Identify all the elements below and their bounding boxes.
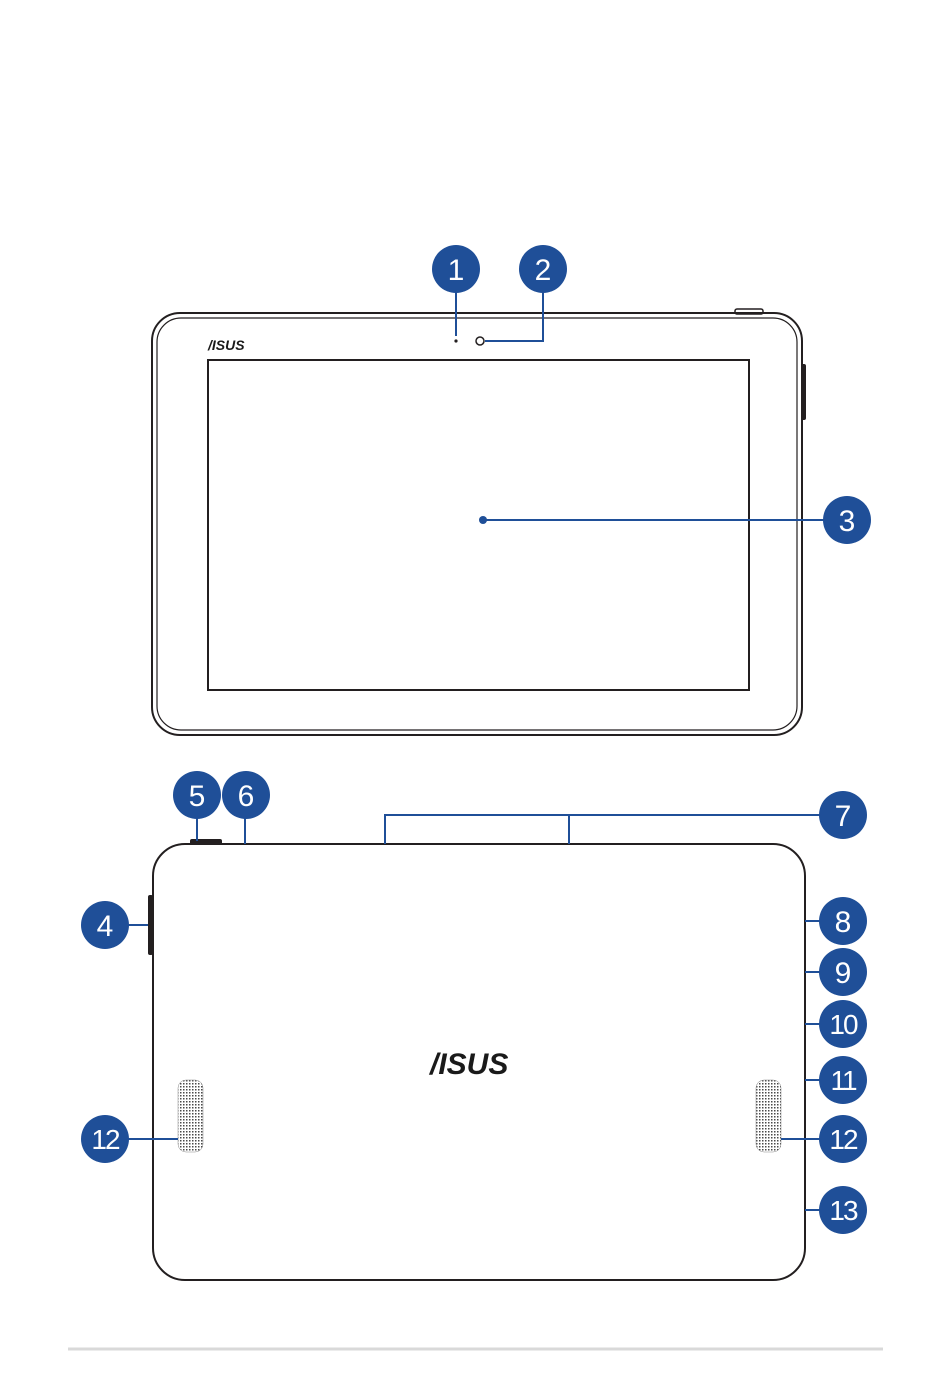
callout-11: 11 <box>819 1056 867 1104</box>
callout-10: 10 <box>819 1000 867 1048</box>
callout-number: 10 <box>829 1009 858 1040</box>
callout-7: 7 <box>819 791 867 839</box>
callout-number: 1 <box>448 254 465 287</box>
front-camera <box>476 337 484 345</box>
callout-number: 2 <box>535 254 552 287</box>
speaker-grille-left <box>178 1080 203 1152</box>
callout-number: 4 <box>97 910 114 943</box>
callout-number: 3 <box>839 505 856 538</box>
speaker-grille-right <box>756 1080 781 1152</box>
front-logo: /ISUS <box>207 337 245 353</box>
callout-2: 2 <box>519 245 567 293</box>
callout-number: 8 <box>835 906 852 939</box>
leader-2 <box>485 292 543 341</box>
callout-13: 13 <box>819 1186 867 1234</box>
callout-4: 4 <box>81 901 129 949</box>
callout-5: 5 <box>173 771 221 819</box>
callout-number: 6 <box>238 780 255 813</box>
leader-7 <box>385 815 820 844</box>
callout-6: 6 <box>222 771 270 819</box>
callout-number: 13 <box>829 1195 858 1226</box>
light-sensor <box>454 339 457 342</box>
front-body-inner <box>157 318 797 730</box>
callout-number: 11 <box>830 1065 856 1096</box>
callout-12-left: 12 <box>81 1115 129 1163</box>
callout-9: 9 <box>819 948 867 996</box>
front-body-outer <box>152 313 802 735</box>
callout-number: 12 <box>91 1124 120 1155</box>
callout-number: 5 <box>189 780 206 813</box>
callout-12-right: 12 <box>819 1115 867 1163</box>
callout-3: 3 <box>823 496 871 544</box>
front-view: /ISUS 1 2 3 <box>152 245 871 735</box>
rear-view: /ISUS 4 5 <box>81 771 867 1280</box>
leader-3-dot <box>479 516 487 524</box>
touchscreen <box>208 360 749 690</box>
callout-1: 1 <box>432 245 480 293</box>
callout-8: 8 <box>819 897 867 945</box>
callout-number: 12 <box>829 1124 858 1155</box>
callout-number: 7 <box>835 800 852 833</box>
callout-number: 9 <box>835 957 852 990</box>
rear-logo: /ISUS <box>428 1048 508 1081</box>
